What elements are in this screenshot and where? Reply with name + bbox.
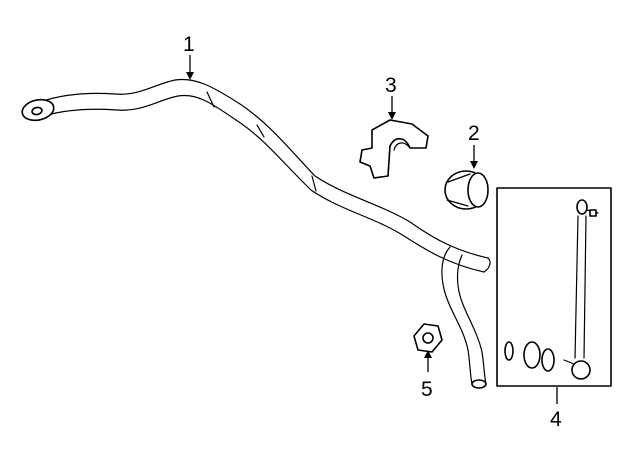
callout-5: 5 (421, 378, 433, 401)
leader-3 (388, 96, 396, 120)
callout-2: 2 (468, 122, 480, 145)
stabilizer-link-kit (496, 187, 612, 387)
callout-1: 1 (183, 33, 195, 56)
bracket (359, 119, 429, 179)
bushing (444, 170, 489, 210)
leader-1 (186, 55, 194, 80)
stabilizer-bar (21, 78, 491, 389)
nut (413, 323, 443, 353)
callout-3: 3 (385, 74, 397, 97)
leader-2 (470, 145, 478, 169)
link-kit-frame (496, 187, 612, 387)
callout-4: 4 (550, 408, 562, 431)
leader-5 (424, 350, 432, 372)
